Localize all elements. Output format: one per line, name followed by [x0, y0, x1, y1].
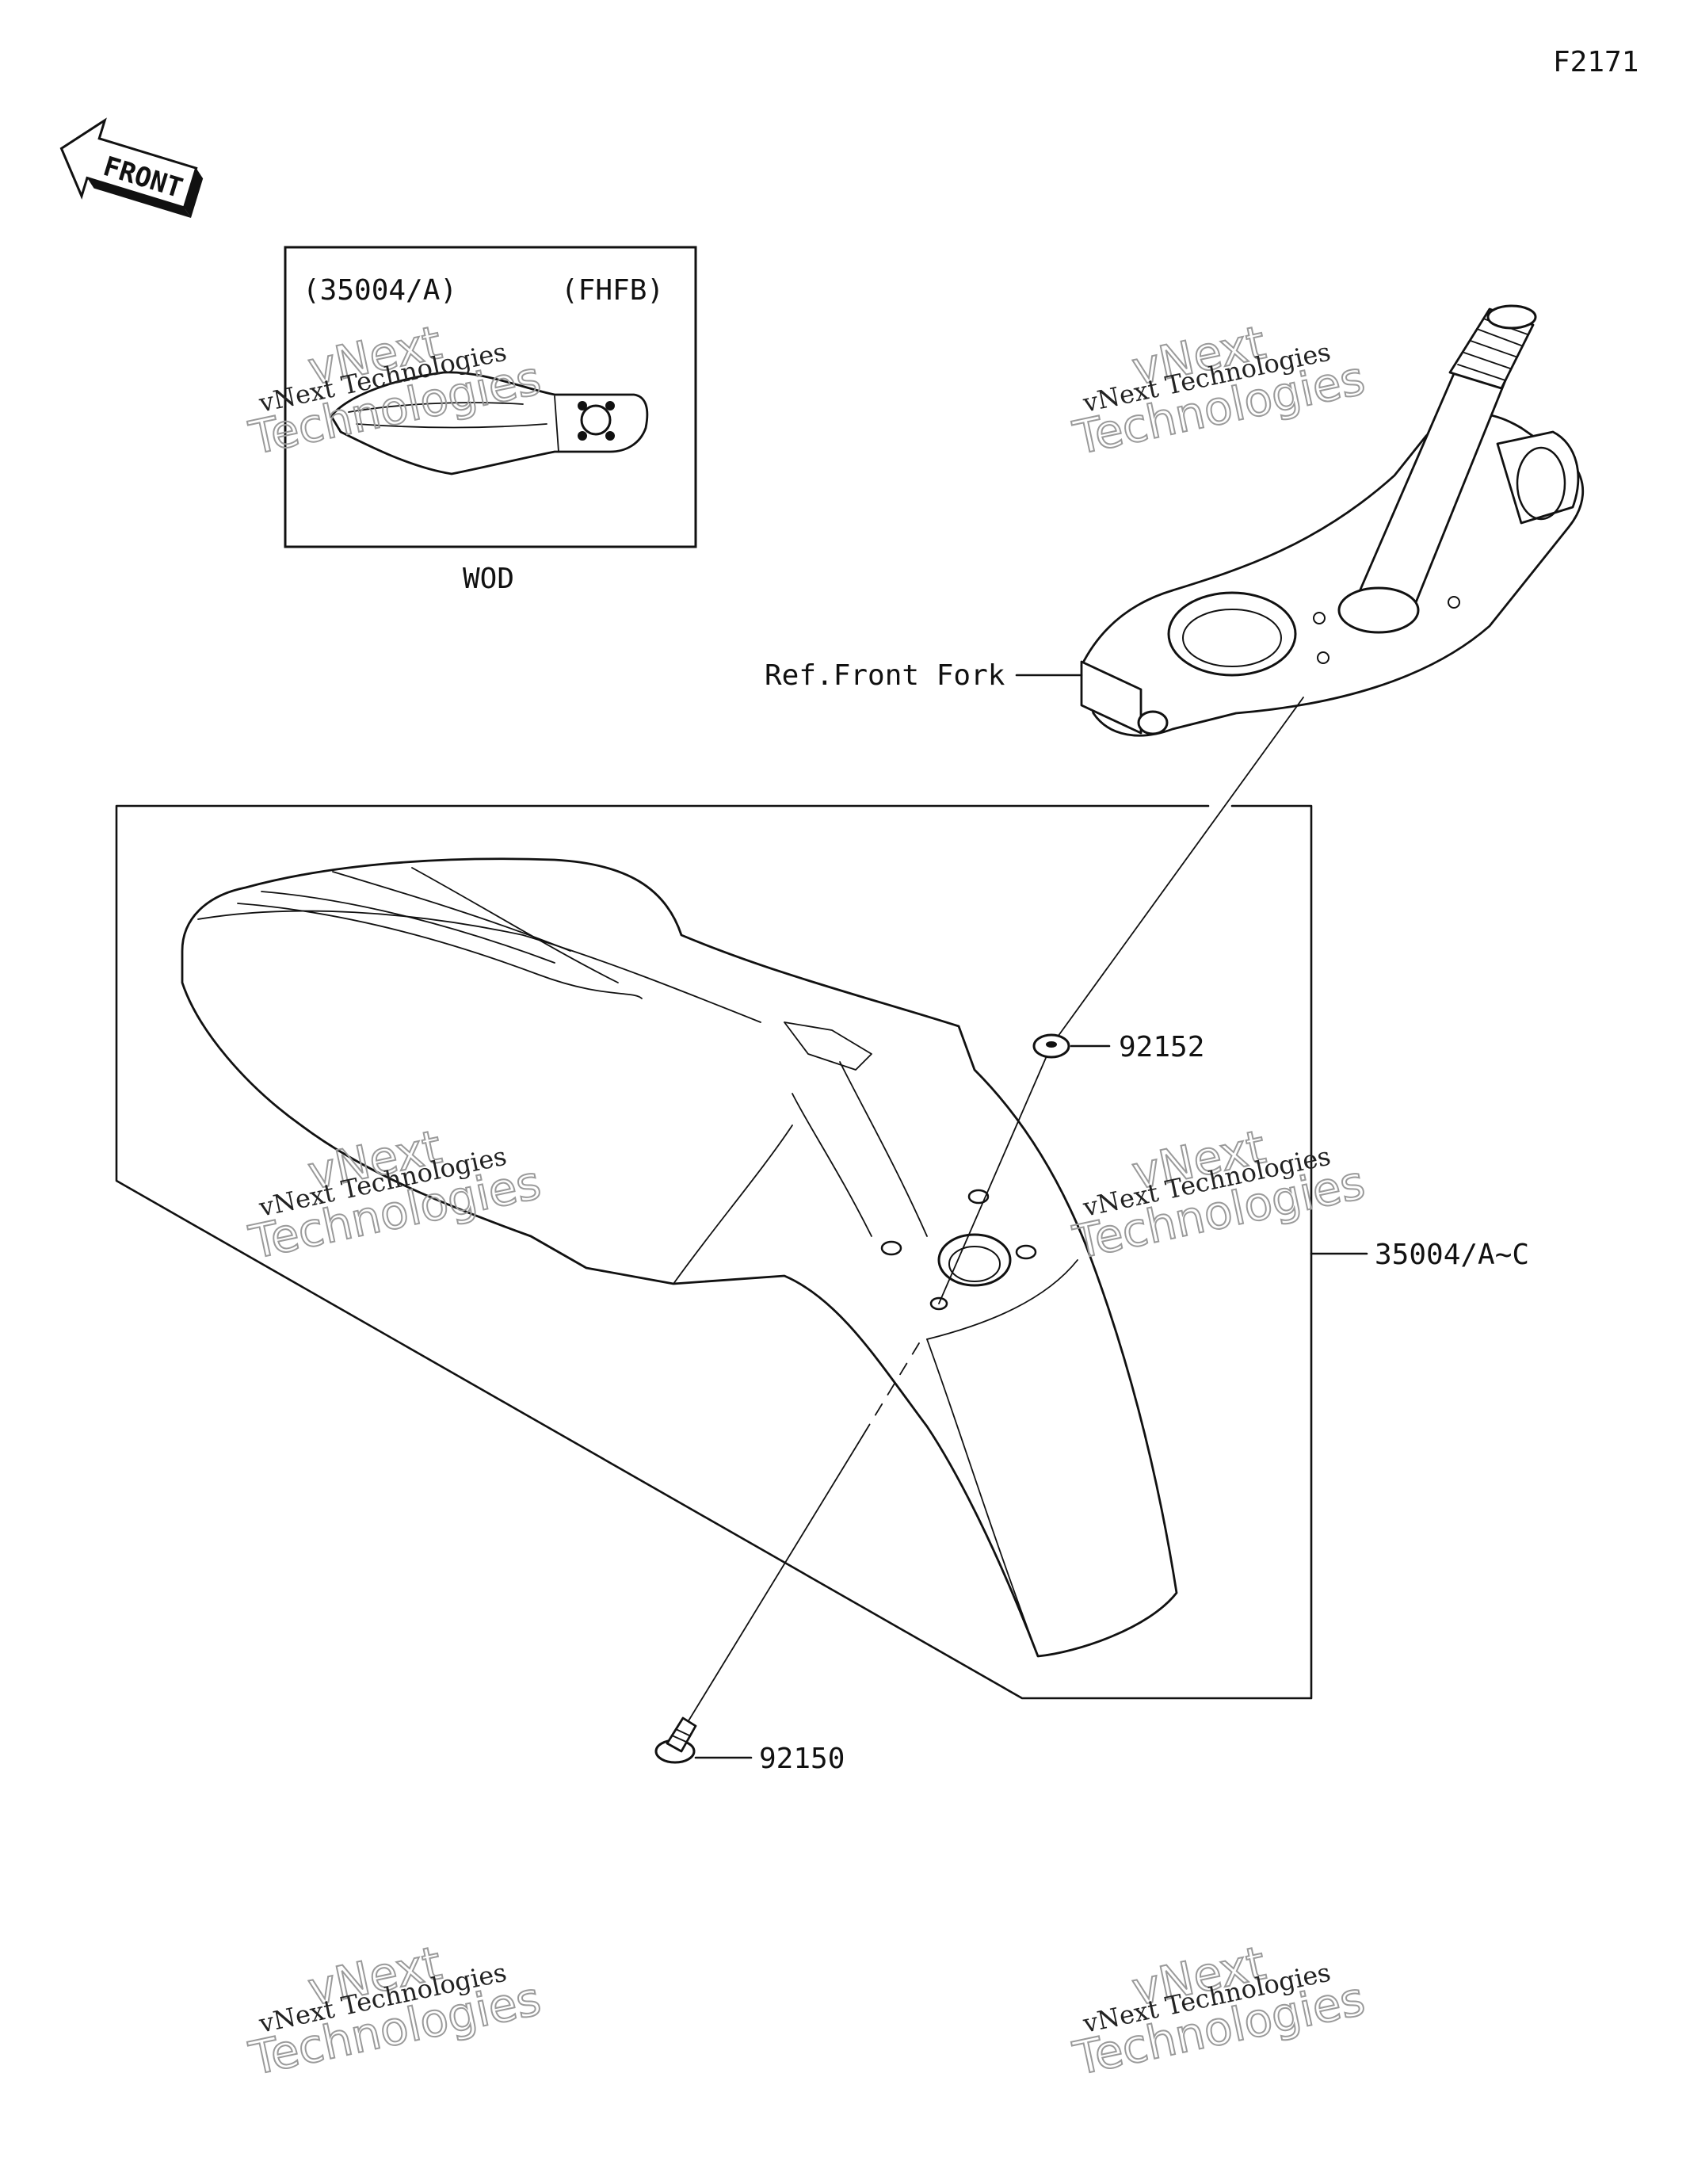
- callout-washer: 92152: [1119, 1031, 1204, 1063]
- inset-fender-drawing: [330, 371, 649, 475]
- inset-variant: (FHFB): [561, 274, 664, 307]
- washer-92152-drawing: [1032, 1033, 1070, 1059]
- watermark-mid-right: vNext vNext Technologies Technologies: [1068, 1119, 1371, 1270]
- callout-front-fork: Ref.Front Fork: [765, 659, 1005, 692]
- inset-part-ref: (35004/A): [303, 274, 457, 307]
- watermark-bottom-left: vNext vNext Technologies Technologies: [244, 1935, 547, 2087]
- figure-code: F2171: [1553, 46, 1638, 78]
- callout-bolt: 92150: [759, 1743, 845, 1775]
- callout-fender: 35004/A~C: [1375, 1239, 1529, 1271]
- watermark-top-right: vNext vNext Technologies Technologies: [1068, 315, 1371, 466]
- front-arrow-icon: FRONT: [59, 117, 204, 219]
- inset-box: (35004/A) (FHFB): [284, 246, 697, 548]
- bolt-92150-drawing: [654, 1716, 697, 1764]
- fender-group-bracket: [115, 804, 1368, 1700]
- front-fork-bracket-drawing: [1080, 304, 1585, 737]
- assembly-line: [685, 697, 1304, 1727]
- watermark-bottom-right: vNext vNext Technologies Technologies: [1068, 1935, 1371, 2087]
- inset-caption: WOD: [463, 563, 514, 595]
- front-fender-drawing: [181, 857, 1178, 1658]
